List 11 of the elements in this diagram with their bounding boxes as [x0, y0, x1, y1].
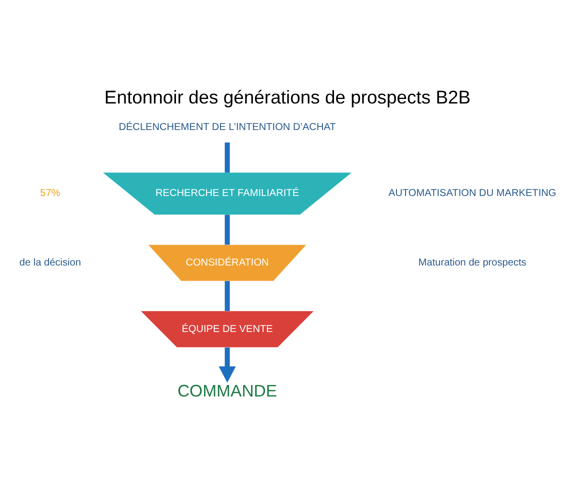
- connector: [224, 142, 230, 173]
- diagram-title: Entonnoir des générations de prospects B2B: [104, 86, 471, 108]
- connector: [224, 281, 230, 311]
- label: AUTOMATISATION DU MARKETING: [388, 188, 556, 200]
- connector: [224, 214, 230, 245]
- label: Maturation de prospects: [418, 257, 526, 268]
- node-text: COMMANDE: [177, 382, 278, 401]
- arrow: [218, 348, 236, 383]
- label: 57%: [40, 188, 60, 200]
- label: de la décision: [19, 257, 81, 268]
- node-text: DÉCLENCHEMENT DE L’INTENTION D’ACHAT: [118, 122, 336, 133]
